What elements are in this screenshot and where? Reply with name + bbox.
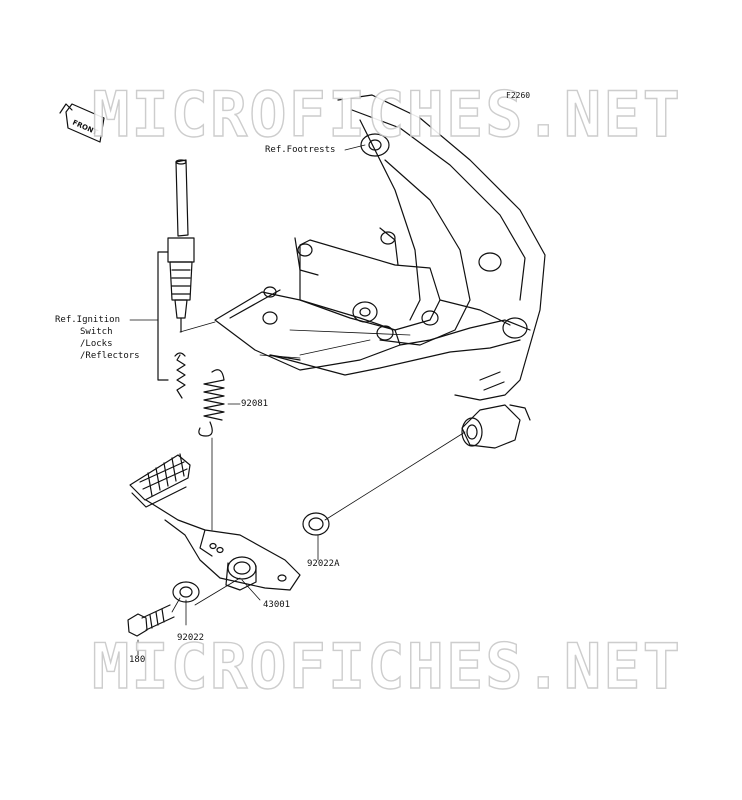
label-ref-ignition: Ref.Ignition [55, 315, 121, 325]
label-ref-ignition-reflectors: /Reflectors [80, 351, 140, 361]
label-ref-footrests: Ref.Footrests [265, 145, 336, 155]
label-part-92022a: 92022A [307, 559, 340, 569]
label-part-92081: 92081 [241, 399, 269, 409]
label-ref-ignition-locks: /Locks [80, 339, 113, 349]
label-part-180: 180 [129, 655, 146, 665]
figure-code: F2260 [506, 91, 531, 100]
small-spring [174, 352, 186, 399]
brake-switch [167, 159, 195, 333]
watermark-bottom: MICROFICHES.NET [91, 629, 682, 703]
ignition-ref-bracket [157, 251, 169, 381]
washer-small [172, 581, 200, 603]
bolt [127, 604, 175, 637]
leader-lines [129, 144, 466, 656]
return-spring [198, 369, 225, 437]
label-ref-ignition-switch: Switch [80, 327, 113, 337]
watermark-top: MICROFICHES.NET [91, 77, 682, 151]
washer-large [302, 512, 330, 536]
front-direction-icon [59, 103, 105, 143]
bracket-holes [262, 133, 528, 341]
brake-pedal [129, 453, 301, 591]
label-part-92022: 92022 [177, 633, 205, 643]
label-part-43001: 43001 [263, 600, 291, 610]
pivot-shaft [461, 404, 531, 449]
